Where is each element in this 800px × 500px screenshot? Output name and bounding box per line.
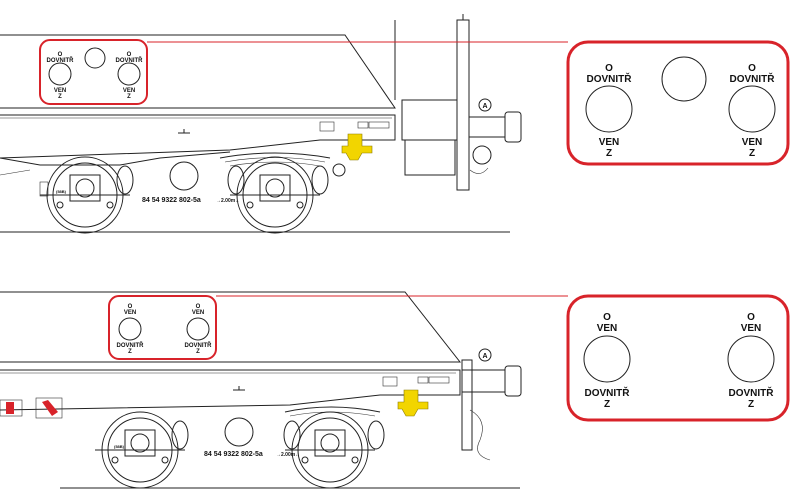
top-large-left-label: DOVNITŘ (587, 72, 633, 85)
bottom-large-right-bottom-1: DOVNITŘ (729, 386, 775, 399)
top-small-right-bottom-1: VEN (123, 88, 135, 94)
bottom-small-right-top: O (196, 304, 201, 310)
bottom-small-right-label: VEN (192, 310, 204, 316)
top-large-left-top: O (605, 63, 613, 74)
top-large-left-bottom-1: VEN (599, 137, 620, 148)
top-small-right-top: O (127, 52, 132, 58)
bottom-coupler-hook (397, 389, 429, 417)
top-small-right-bottom-2: Z (127, 94, 131, 100)
top-marker: A (482, 103, 487, 110)
bottom-handle-left (6, 402, 14, 414)
bottom-large-right-top: O (747, 312, 755, 323)
bottom-large-right-bottom-2: Z (748, 399, 754, 410)
top-spacing: →2.00m← (216, 198, 240, 204)
bottom-bogie-right (283, 406, 385, 489)
top-large-right-bottom-2: Z (749, 148, 755, 159)
top-coupler-hook (341, 133, 373, 161)
bottom-small-panel: O VEN DOVNITŘ Z O VEN DOVNITŘ Z (108, 295, 217, 360)
bottom-large-panel: O VEN DOVNITŘ Z O VEN DOVNITŘ Z (566, 294, 790, 422)
bottom-large-left-bottom-1: DOVNITŘ (585, 386, 631, 399)
bottom-small-left-top: O (128, 304, 133, 310)
top-large-right-label: DOVNITŘ (730, 72, 776, 85)
top-small-right-label: DOVNITŘ (116, 56, 144, 64)
bottom-small-left-bottom-1: DOVNITŘ (117, 341, 145, 349)
top-wagon: 84 54 9322 802-5a →2.00m← (58B) A O DOVN… (0, 14, 790, 234)
bottom-marker: A (482, 353, 487, 360)
top-bogie-right (219, 152, 346, 234)
top-small-left-bottom-1: VEN (54, 88, 66, 94)
bottom-large-left-top: O (603, 312, 611, 323)
bottom-plate-label: (58B) (114, 444, 125, 449)
bottom-wagon: 84 54 9322 802-5a →2.00m← (58B) A O VEN … (0, 291, 790, 489)
top-small-left-label: DOVNITŘ (47, 56, 75, 64)
bottom-small-right-bottom-1: DOVNITŘ (185, 341, 213, 349)
top-large-right-bottom-1: VEN (742, 137, 763, 148)
bottom-large-right-label: VEN (741, 323, 762, 334)
bottom-large-left-bottom-2: Z (604, 399, 610, 410)
top-large-left-bottom-2: Z (606, 148, 612, 159)
bottom-small-right-bottom-2: Z (196, 349, 200, 355)
top-small-panel: O DOVNITŘ VEN Z O DOVNITŘ VEN Z (39, 39, 148, 105)
top-small-left-bottom-2: Z (58, 94, 62, 100)
bottom-wagon-number: 84 54 9322 802-5a (204, 451, 263, 458)
top-wagon-number: 84 54 9322 802-5a (142, 197, 201, 204)
bottom-small-left-bottom-2: Z (128, 349, 132, 355)
top-large-right-top: O (748, 63, 756, 74)
top-large-panel: O DOVNITŘ VEN Z O DOVNITŘ VEN Z (566, 40, 790, 166)
top-small-left-top: O (58, 52, 63, 58)
bottom-large-left-label: VEN (597, 323, 618, 334)
top-plate-label: (58B) (56, 189, 67, 194)
bottom-spacing: →2.00m← (276, 452, 300, 458)
bottom-handle-slanted (42, 400, 58, 416)
bottom-small-left-label: VEN (124, 310, 136, 316)
bottom-bogie-left (95, 411, 185, 489)
top-bogie-left (39, 156, 130, 234)
